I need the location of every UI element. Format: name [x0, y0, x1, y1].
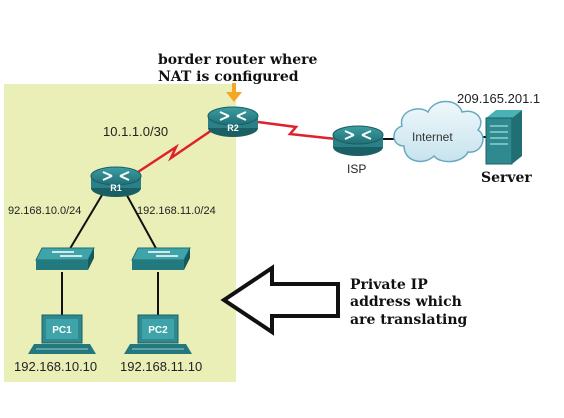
private-callout-line3: are translating	[350, 312, 468, 328]
lan2-network-label: 192.168.11.0/24	[137, 205, 216, 217]
pc2-icon[interactable]	[124, 314, 192, 354]
router-r2-label: R2	[227, 123, 239, 133]
pc2-ip-label: 192.168.11.10	[120, 359, 202, 374]
private-address-arrow-icon	[220, 264, 340, 336]
nat-pointer-arrow-icon	[226, 83, 242, 102]
switch-lan1-icon[interactable]	[35, 247, 95, 271]
r1-pc-switch2-link	[123, 189, 159, 253]
r1-pc-switch1-link	[67, 189, 106, 253]
pc2-label: PC2	[148, 325, 168, 336]
r1-r2-link-network-label: 10.1.1.0/30	[103, 124, 168, 139]
server-icon[interactable]	[485, 110, 522, 165]
r2-isp-serial-link	[257, 120, 337, 141]
isp-label: ISP	[347, 162, 366, 176]
pc1-ip-label: 192.168.10.10	[14, 359, 97, 374]
switch-lan2-icon[interactable]	[131, 247, 191, 271]
r1-r2-serial-link	[137, 126, 216, 174]
router-r1-label: R1	[110, 183, 122, 193]
pc1-icon[interactable]	[28, 314, 96, 354]
router-r2-icon[interactable]: R2	[207, 106, 259, 138]
router-isp-icon[interactable]	[332, 125, 384, 157]
nat-callout-line2: NAT is configured	[158, 69, 299, 85]
server-ip-label: 209.165.201.1	[457, 91, 540, 106]
internet-cloud-icon[interactable]	[393, 100, 484, 163]
server-label: Server	[481, 170, 532, 186]
internet-label: Internet	[412, 130, 453, 144]
private-callout-line1: Private IP	[350, 277, 428, 293]
pc1-label: PC1	[52, 325, 72, 336]
lan1-network-label: 92.168.10.0/24	[8, 205, 81, 217]
nat-callout-line1: border router where	[158, 52, 317, 68]
private-callout-line2: address which	[350, 294, 462, 310]
router-r1-icon[interactable]: R1	[90, 166, 142, 198]
